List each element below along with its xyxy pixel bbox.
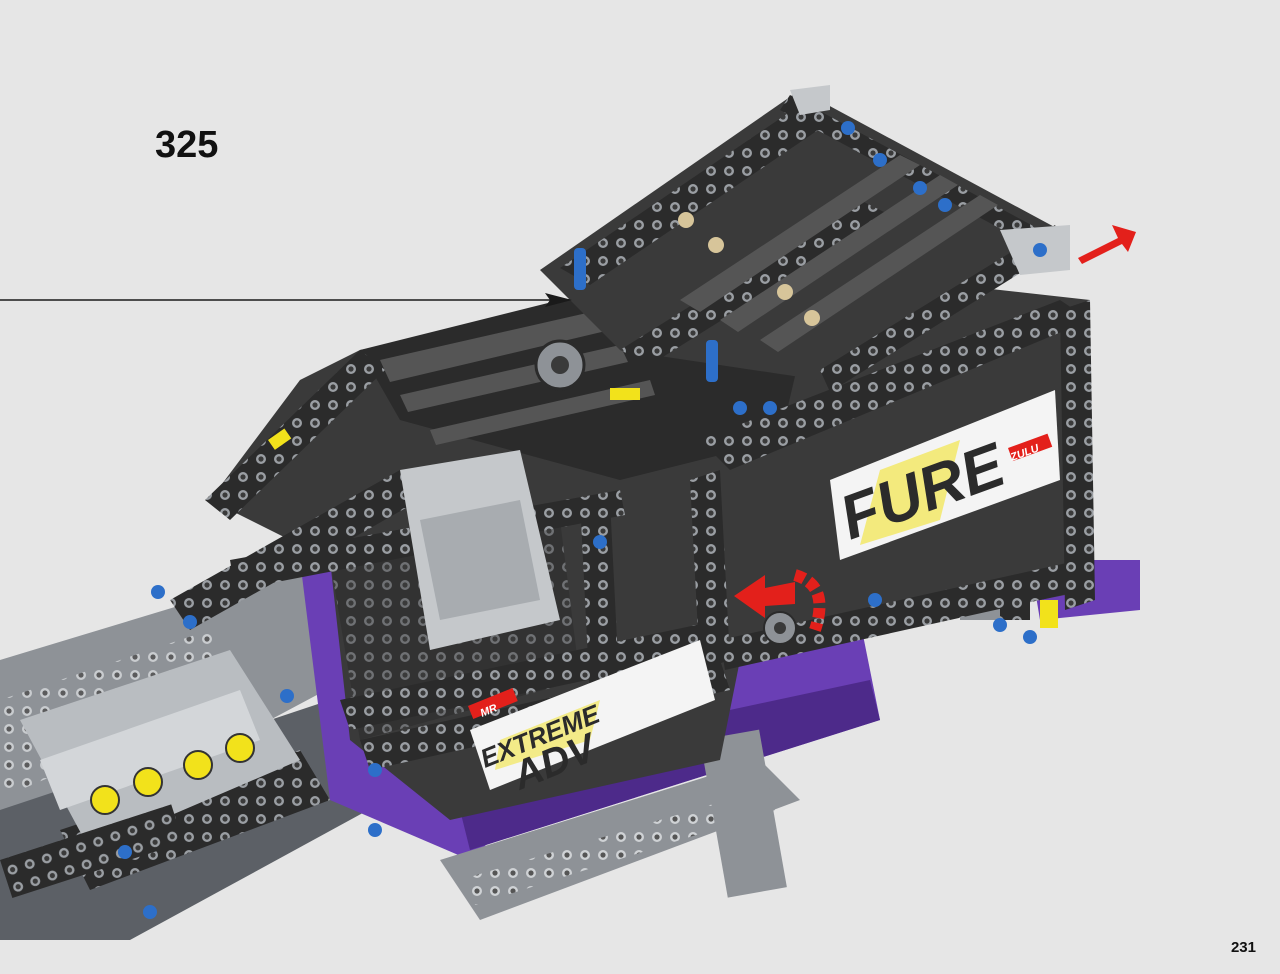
tan-pin [678, 212, 694, 228]
engine-cap [225, 733, 255, 763]
tan-pin [777, 284, 793, 300]
engine-cap [183, 750, 213, 780]
decal-mr-text: MR [479, 702, 499, 720]
roll-cage [170, 270, 1095, 820]
tan-pin [804, 310, 820, 326]
engine-cap [90, 785, 120, 815]
front-decal: EXTREME ADV MR [468, 640, 715, 799]
rotate-arrow-icon [734, 569, 826, 632]
engine-cap [133, 767, 163, 797]
yellow-accents [268, 388, 1058, 628]
blue-pins [118, 121, 1047, 919]
tan-pin [708, 237, 724, 253]
push-arrow-icon [1078, 225, 1136, 264]
step-number: 325 [155, 124, 219, 166]
page-number: 231 [1230, 939, 1256, 956]
